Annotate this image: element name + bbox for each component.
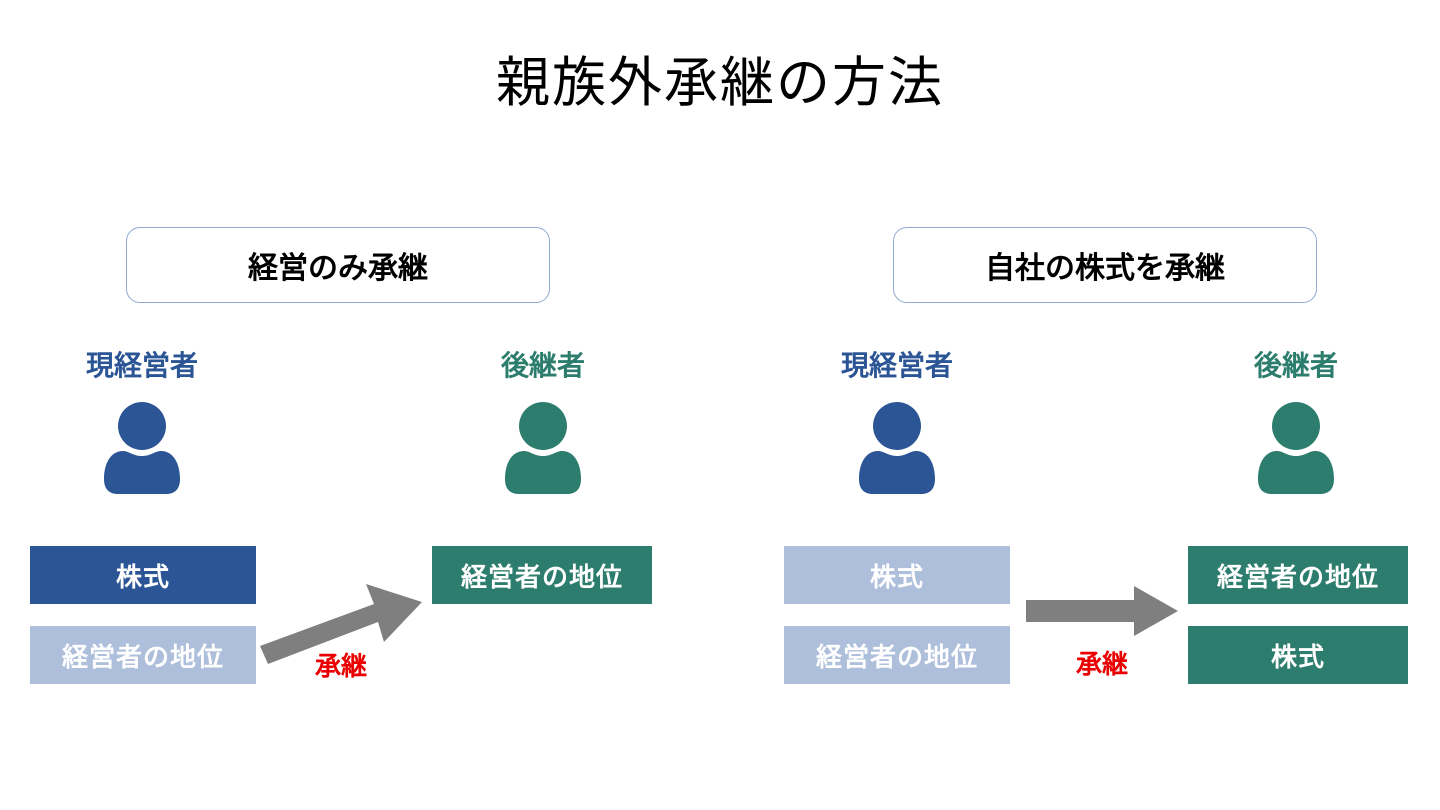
attr-box-owner-shares-right: 株式 [784,546,1010,604]
person-icon [859,402,935,494]
arrow-diagonal-up-right-icon [260,584,422,664]
arrow-label-text: 承継 [1075,649,1128,679]
panel-header-management-only: 経営のみ承継 [126,227,550,303]
person-icon [1258,402,1334,494]
succession-arrow-label-right: 承継 [1026,644,1178,681]
arrow-right-icon [1026,586,1178,636]
person-icon [505,402,581,494]
attr-box-owner-shares-left: 株式 [30,546,256,604]
attr-box-label: 経営者の地位 [61,641,224,672]
person-group-successor-right: 後継者 [1196,352,1396,498]
attr-box-label: 経営者の地位 [460,561,623,592]
attr-box-label: 経営者の地位 [815,641,978,672]
attr-box-label: 経営者の地位 [1216,561,1379,592]
attr-box-owner-position-right: 経営者の地位 [784,626,1010,684]
panel-header-label: 自社の株式を承継 [985,252,1225,285]
succession-arrow-left [258,584,424,669]
panel-header-shares-succession: 自社の株式を承継 [893,227,1317,303]
arrow-label-text: 承継 [314,651,367,681]
succession-arrow-label-left: 承継 [258,646,424,683]
person-label-successor: 後継者 [500,350,585,381]
attr-box-successor-shares-right: 株式 [1188,626,1408,684]
attr-box-label: 株式 [869,561,924,592]
person-group-successor-left: 後継者 [443,352,643,498]
person-group-owner-right: 現経営者 [797,352,997,498]
panel-header-label: 経営のみ承継 [248,252,428,285]
person-label-owner: 現経営者 [840,350,953,381]
attr-box-label: 株式 [115,561,170,592]
attr-box-owner-position-left: 経営者の地位 [30,626,256,684]
person-label-successor: 後継者 [1253,350,1338,381]
succession-arrow-right [1026,586,1178,641]
person-label-owner: 現経営者 [85,350,198,381]
attr-box-successor-position-right: 経営者の地位 [1188,546,1408,604]
person-icon [104,402,180,494]
person-group-owner-left: 現経営者 [42,352,242,498]
page-title: 親族外承継の方法 [496,53,944,113]
attr-box-successor-position-left: 経営者の地位 [432,546,652,604]
attr-box-label: 株式 [1270,641,1325,672]
